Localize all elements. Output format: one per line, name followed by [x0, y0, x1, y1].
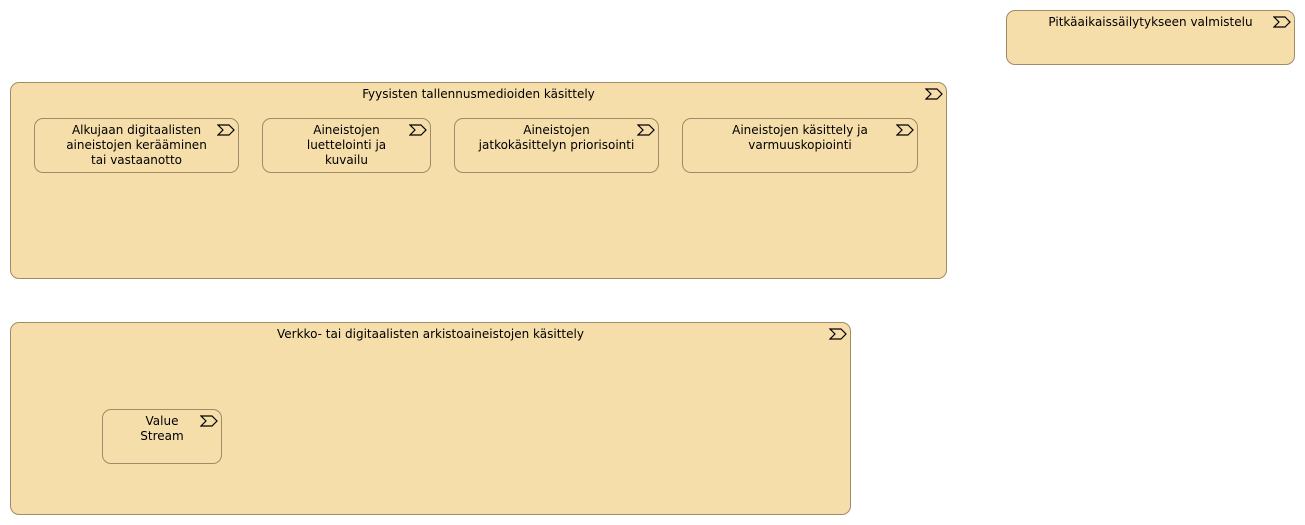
element-label: Aineistojen käsittely ja varmuuskopioint…	[732, 123, 868, 152]
value-stream-chevron-icon	[637, 124, 655, 136]
value-stream-chevron-icon	[1273, 16, 1291, 28]
value-stream-placeholder[interactable]: Value Stream	[102, 409, 222, 464]
group-label: Verkko- tai digitaalisten arkistoaineist…	[277, 327, 584, 341]
value-stream-alkujaan-digitaalisten-aineistojen-keraaminen[interactable]: Alkujaan digitaalisten aineistojen kerää…	[34, 118, 239, 173]
value-stream-pitkaaikaissailytys[interactable]: Pitkäaikaissäilytykseen valmistelu	[1006, 10, 1295, 65]
value-stream-chevron-icon	[896, 124, 914, 136]
value-stream-chevron-icon	[829, 328, 847, 340]
element-label: Alkujaan digitaalisten aineistojen kerää…	[66, 123, 207, 167]
value-stream-chevron-icon	[217, 124, 235, 136]
value-stream-aineistojen-kasittely-ja-varmuuskopiointi[interactable]: Aineistojen käsittely ja varmuuskopioint…	[682, 118, 918, 173]
group-label: Fyysisten tallennusmedioiden käsittely	[362, 87, 595, 101]
value-stream-aineistojen-jatkokasittelyn-priorisointi[interactable]: Aineistojen jatkokäsittelyn priorisointi	[454, 118, 659, 173]
value-stream-chevron-icon	[925, 88, 943, 100]
element-label: Aineistojen jatkokäsittelyn priorisointi	[478, 123, 635, 152]
element-label: Value Stream	[140, 414, 184, 443]
value-stream-group-fyysisten-tallennusmedioiden-kasittely[interactable]: Fyysisten tallennusmedioiden käsittely	[10, 82, 947, 279]
value-stream-aineistojen-luettelointi-ja-kuvailu[interactable]: Aineistojen luettelointi ja kuvailu	[262, 118, 431, 173]
element-label: Pitkäaikaissäilytykseen valmistelu	[1048, 15, 1253, 29]
element-label: Aineistojen luettelointi ja kuvailu	[306, 123, 387, 167]
value-stream-chevron-icon	[200, 415, 218, 427]
value-stream-chevron-icon	[409, 124, 427, 136]
